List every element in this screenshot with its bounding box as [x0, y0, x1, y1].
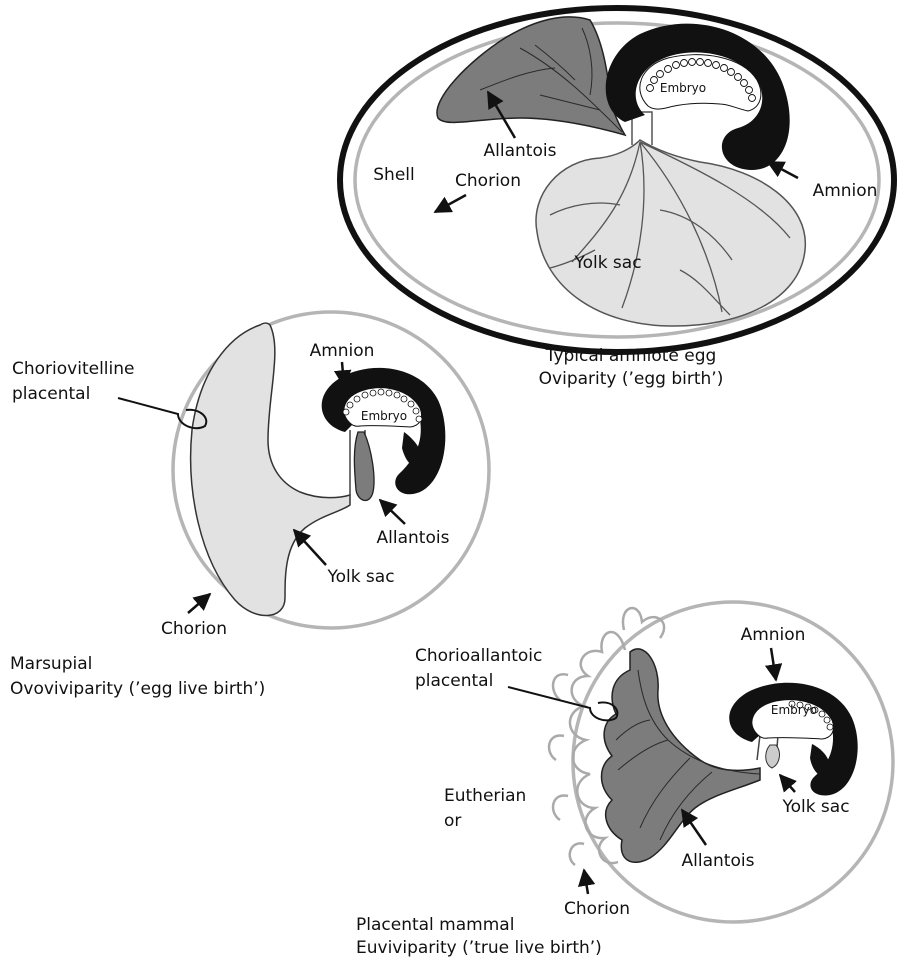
marsupial-amnion-label: Amnion — [310, 341, 375, 361]
marsupial-chorion-arrow — [188, 594, 210, 613]
marsupial-placental-label-line1: Choriovitelline — [12, 359, 134, 379]
placental-caption-line2: Euviviparity (’true live birth’) — [356, 938, 602, 958]
egg-caption-line2: Oviparity (’egg birth’) — [539, 369, 724, 389]
placental-embryo-label: Embryo — [771, 703, 817, 717]
placental-eutherian-line2: or — [444, 811, 461, 831]
placental-placental-label-line2: placental — [415, 671, 493, 691]
placental-yolk-sac-label: Yolk sac — [781, 797, 849, 817]
placental-caption-line1: Placental mammal — [356, 915, 514, 935]
marsupial-caption-line2: Ovoviviparity (’egg live birth’) — [10, 679, 265, 699]
marsupial-panel: Embryo Amnion Allantois Yolk sac Chorion… — [10, 312, 489, 699]
marsupial-yolk-sac-label: Yolk sac — [326, 567, 394, 587]
egg-caption-line1: Typical amniote egg — [545, 346, 717, 366]
placental-eutherian-line1: Eutherian — [444, 786, 526, 806]
marsupial-chorion-label: Chorion — [161, 619, 227, 639]
placental-allantois-label: Allantois — [682, 851, 755, 871]
marsupial-placental-label-line2: placental — [12, 384, 90, 404]
marsupial-allantois-label: Allantois — [377, 528, 450, 548]
placental-chorion-label: Chorion — [564, 899, 630, 919]
placental-amnion-label: Amnion — [741, 625, 806, 645]
placental-placental-label-line1: Chorioallantoic — [415, 646, 542, 666]
egg-embryo-label: Embryo — [660, 81, 706, 95]
placental-panel: Embryo Amnion Yolk sac Allantois Chorion… — [356, 602, 893, 958]
egg-amnion-label: Amnion — [813, 181, 878, 201]
egg-chorion-label: Chorion — [455, 171, 521, 191]
egg-allantois-label: Allantois — [484, 141, 557, 161]
marsupial-caption-line1: Marsupial — [10, 654, 92, 674]
marsupial-embryo-label: Embryo — [361, 409, 407, 423]
placental-chorion-arrow — [584, 870, 588, 894]
egg-yolk-sac-label: Yolk sac — [573, 253, 641, 273]
egg-panel: Embryo Allantois Amnion Shell Chorion Yo… — [340, 8, 894, 389]
egg-shell-label: Shell — [373, 165, 414, 185]
